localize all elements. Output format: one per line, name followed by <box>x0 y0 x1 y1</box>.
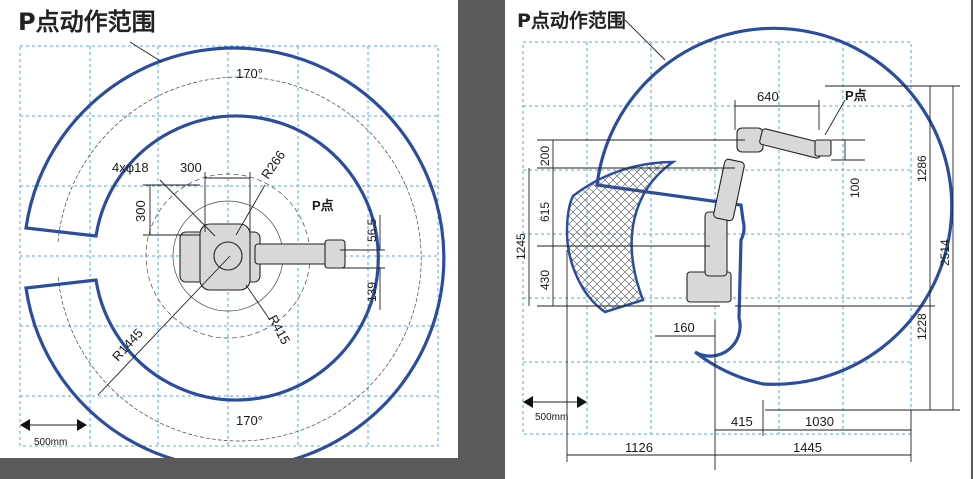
base-width-label: 300 <box>180 160 202 175</box>
side-envelope <box>595 26 954 386</box>
angle-top-label: 170° <box>236 66 263 81</box>
hatched-zone <box>565 160 677 314</box>
scale-label: 500mm <box>34 437 67 448</box>
dim-1245-label: 1245 <box>514 233 528 260</box>
dim-200-label: 200 <box>538 146 552 166</box>
reach-640-label: 640 <box>757 89 779 104</box>
dim-415-label: 415 <box>731 414 753 429</box>
dim-100-label: 100 <box>848 178 862 198</box>
dim-1030-label: 1030 <box>805 414 834 429</box>
top-view-panel: P点动作范围 <box>0 0 458 458</box>
inner-arc <box>57 76 422 442</box>
p-point-label: P点 <box>312 198 334 213</box>
dim-1126-label: 1126 <box>625 440 653 455</box>
dim-615-label: 615 <box>538 202 552 222</box>
top-view-diagram: 170° 170° 4xφ18 300 300 R266 R415 R1445 … <box>19 41 446 458</box>
hole-label: 4xφ18 <box>112 160 149 175</box>
dim-430-label: 430 <box>538 270 552 290</box>
base-height-label: 300 <box>133 200 148 222</box>
dim-160-label: 160 <box>673 320 695 335</box>
robot-side <box>686 127 832 303</box>
side-scale-label: 500mm <box>535 412 568 423</box>
radius-inner-label: R266 <box>258 148 288 182</box>
side-p-point-label: P点 <box>845 88 867 103</box>
offset-139-label: 139 <box>365 282 379 302</box>
robot-top <box>179 223 346 291</box>
side-view-diagram: P点 640 200 615 1245 430 100 160 1286 251… <box>514 19 960 470</box>
offset-565-label: 56.5 <box>365 218 379 242</box>
top-view-title: P点动作范围 <box>18 8 156 36</box>
top-grid <box>19 45 439 447</box>
side-view-title: P点动作范围 <box>517 10 626 32</box>
top-envelope <box>24 46 446 458</box>
dim-1228-label: 1228 <box>915 313 929 340</box>
dim-2514-label: 2514 <box>938 239 952 266</box>
dim-1286-label: 1286 <box>915 155 929 182</box>
radius-mid-label: R415 <box>265 312 293 346</box>
side-view-panel: P点动作范围 <box>505 0 971 479</box>
dim-1445-label: 1445 <box>793 440 822 455</box>
angle-bottom-label: 170° <box>236 413 263 428</box>
